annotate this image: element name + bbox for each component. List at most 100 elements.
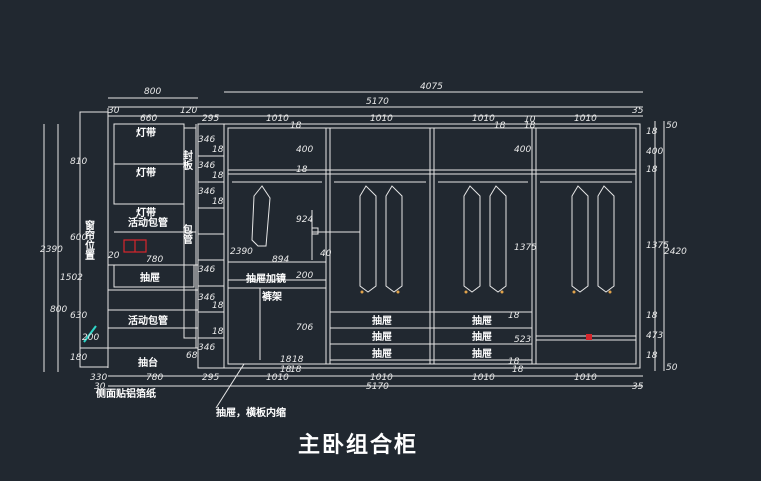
dim-right-50b: 50	[666, 363, 678, 373]
dim-bot-1010c: 1010	[472, 373, 495, 383]
dim-left-1502: 1502	[60, 273, 83, 283]
label-drw-b1: 抽屉	[472, 314, 492, 327]
dim-c2-18c: 18	[292, 355, 304, 365]
dim-bot-18c: 18	[512, 365, 524, 375]
dim-right-473: 473	[646, 331, 663, 341]
dim-bot-780: 780	[146, 373, 163, 383]
dim-left-180: 180	[70, 353, 87, 363]
dim-right-2420: 2420	[664, 247, 687, 257]
dim-left-2390: 2390	[40, 245, 63, 255]
dim-c3-1375: 1375	[514, 243, 537, 253]
dim-c1-18d: 18	[212, 301, 224, 311]
dim-c3-400: 400	[514, 145, 531, 155]
label-seal: 封板	[181, 149, 193, 171]
dim-bot-5170: 5170	[366, 382, 389, 392]
dim-c2-400: 400	[296, 145, 313, 155]
dim-c1-18b: 18	[212, 171, 224, 181]
dim-c1-346f: 346	[198, 343, 215, 353]
dim-bot-330: 330	[90, 373, 107, 383]
dim-c1-18a: 18	[212, 145, 224, 155]
dim-mid-706: 706	[296, 323, 313, 333]
label-drw-a3: 抽屉	[372, 347, 392, 360]
label-drawer-note: 抽屉，横板内缩	[216, 406, 286, 419]
dim-c3-523: 523	[514, 335, 531, 345]
dim-top-1010d: 1010	[574, 114, 597, 124]
dim-c1-346e: 346	[198, 293, 215, 303]
dim-bot-1010d: 1010	[574, 373, 597, 383]
label-drw-b3: 抽屉	[472, 347, 492, 360]
dim-top-660: 660	[140, 114, 157, 124]
dim-left-800: 800	[50, 305, 67, 315]
dim-mid-924: 924	[296, 215, 313, 225]
drawing-title: 主卧组合柜	[298, 432, 418, 458]
label-drw-a2: 抽屉	[372, 330, 392, 343]
dim-c3-18b: 18	[508, 357, 520, 367]
dim-c1-68: 68	[186, 351, 198, 361]
label-pipe-col: 包管	[181, 223, 193, 245]
dim-left-630: 630	[70, 311, 87, 321]
dim-top-1010a: 1010	[266, 114, 289, 124]
label-light-1: 灯带	[136, 126, 156, 139]
label-drawer-left: 抽屉	[140, 271, 160, 284]
dim-bot-18b: 18	[290, 365, 302, 375]
dim-c2-18b: 18	[280, 355, 292, 365]
label-platform: 抽台	[138, 356, 158, 369]
dim-c3-18a: 18	[508, 311, 520, 321]
dim-top-18b: 18	[494, 121, 506, 131]
dim-left-600: 600	[70, 233, 87, 243]
dim-top-30: 30	[108, 106, 120, 116]
dim-top-18c: 18	[524, 121, 536, 131]
label-shoe-rack: 裤架	[262, 290, 282, 303]
dim-top-5170: 5170	[366, 97, 389, 107]
dim-bot-295: 295	[202, 373, 219, 383]
dim-top-4075: 4075	[420, 82, 443, 92]
label-light-2: 灯带	[136, 166, 156, 179]
dim-mid-200: 200	[296, 271, 313, 281]
dim-top-1010b: 1010	[370, 114, 393, 124]
dim-right-18d: 18	[646, 351, 658, 361]
label-window: 窗帘位置	[83, 219, 95, 260]
dim-top-1010c: 1010	[472, 114, 495, 124]
dim-top-18a: 18	[290, 121, 302, 131]
dim-mid-40: 40	[320, 249, 332, 259]
label-side-panel: 侧面贴铝箔纸	[96, 387, 156, 400]
dim-top-800: 800	[144, 87, 161, 97]
dim-left-20: 20	[108, 251, 120, 261]
dim-bot-1010a: 1010	[266, 373, 289, 383]
dim-right-50a: 50	[666, 121, 678, 131]
dim-right-18a: 18	[646, 127, 658, 137]
label-pipe-1: 活动包管	[128, 216, 168, 229]
dim-c1-346b: 346	[198, 161, 215, 171]
dim-c1-18e: 18	[212, 327, 224, 337]
red-dot	[586, 334, 592, 340]
label-drw-a1: 抽屉	[372, 314, 392, 327]
dim-inner-780: 780	[146, 255, 163, 265]
dim-top-35: 35	[632, 106, 644, 116]
dim-top-295: 295	[202, 114, 219, 124]
dim-top-120: 120	[180, 106, 197, 116]
dim-bot-35: 35	[632, 382, 644, 392]
dim-c1-346c: 346	[198, 187, 215, 197]
dim-right-18b: 18	[646, 165, 658, 175]
dim-c1-18c: 18	[212, 197, 224, 207]
dim-right-18c: 18	[646, 311, 658, 321]
dim-left-810: 810	[70, 157, 87, 167]
dim-left-200: 200	[82, 333, 99, 343]
dim-right-400: 400	[646, 147, 663, 157]
label-light-3: 灯带	[136, 206, 156, 219]
dim-mid-2390: 2390	[230, 247, 253, 257]
label-pipe-2: 活动包管	[128, 314, 168, 327]
dim-bot-30: 30	[94, 382, 106, 392]
dim-bot-1010b: 1010	[370, 373, 393, 383]
label-drw-b2: 抽屉	[472, 330, 492, 343]
cyan-mark	[83, 325, 97, 343]
label-drawer-glass: 抽屉加镜	[246, 272, 286, 285]
dim-bot-10: 10	[524, 115, 536, 125]
dim-c1-346d: 346	[198, 265, 215, 275]
dim-mid-894: 894	[272, 255, 289, 265]
dim-bot-18a: 18	[280, 365, 292, 375]
dim-c2-18a: 18	[296, 165, 308, 175]
dim-c1-346a: 346	[198, 135, 215, 145]
